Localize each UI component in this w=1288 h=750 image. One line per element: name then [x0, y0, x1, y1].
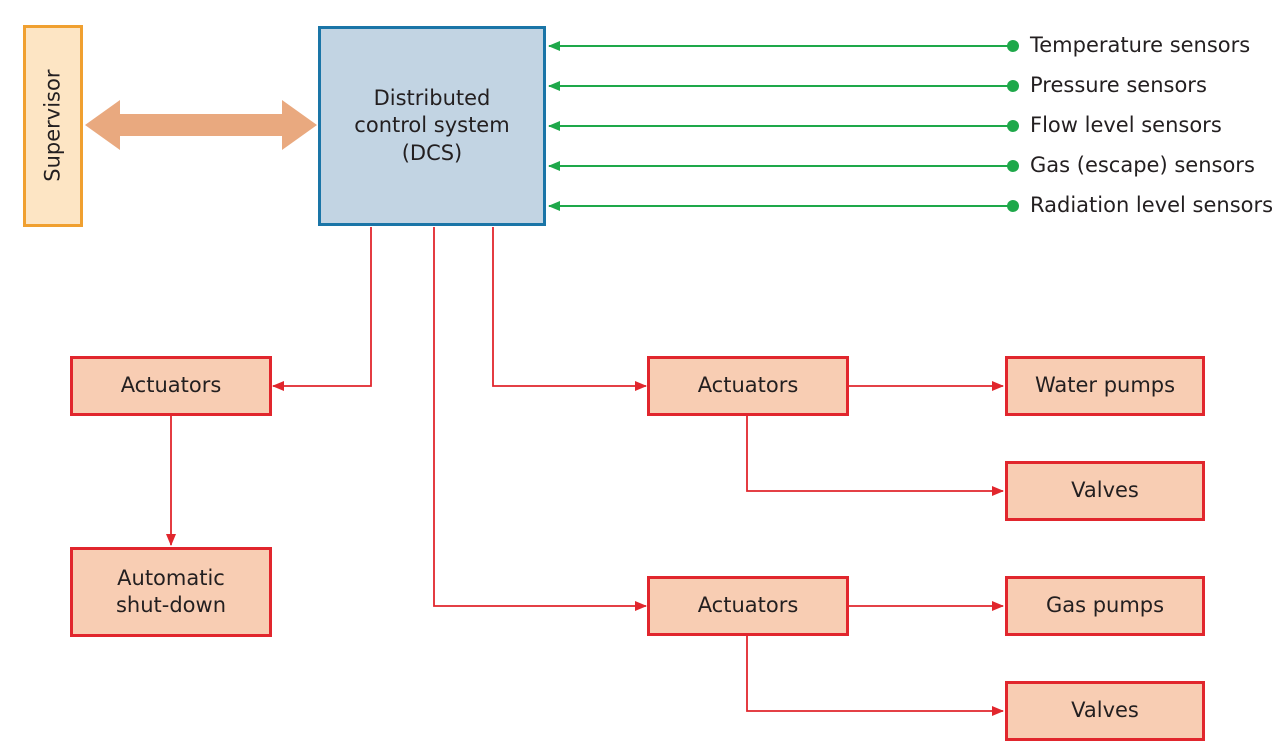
water-actuators-to-valves — [746, 416, 1004, 496]
supervisor-label: Supervisor — [40, 69, 65, 183]
left-actuators-box: Actuators — [70, 356, 272, 416]
dcs-to-water-actuators — [492, 227, 647, 391]
left-actuators-label: Actuators — [120, 373, 222, 398]
water-pumps-box: Water pumps — [1005, 356, 1205, 416]
dcs-label-line1: Distributed — [373, 86, 491, 111]
gas-actuators-to-valves — [746, 636, 1004, 716]
water-valves-label: Valves — [1071, 478, 1139, 503]
sensor-label-pressure: Pressure sensors — [1030, 73, 1207, 97]
dcs-box: Distributed control system (DCS) — [318, 26, 546, 226]
automatic-shutdown-box: Automatic shut-down — [70, 547, 272, 637]
sensor-dot-flow — [1007, 120, 1019, 132]
sensor-dot-gas — [1007, 160, 1019, 172]
sensor-dot-pressure — [1007, 80, 1019, 92]
supervisor-box: Supervisor — [23, 25, 83, 227]
sensor-label-temperature: Temperature sensors — [1030, 33, 1251, 57]
automatic-shutdown-line1: Automatic — [117, 565, 225, 590]
sensor-label-gas: Gas (escape) sensors — [1030, 153, 1255, 177]
dcs-to-left-actuators — [272, 227, 372, 391]
gas-valves-label: Valves — [1071, 698, 1139, 723]
gas-pumps-box: Gas pumps — [1005, 576, 1205, 636]
sensor-label-flow: Flow level sensors — [1030, 113, 1222, 137]
gas-actuators-box: Actuators — [647, 576, 849, 636]
dcs-label: Distributed control system (DCS) — [354, 85, 509, 167]
water-pumps-label: Water pumps — [1034, 373, 1176, 398]
gas-pumps-label: Gas pumps — [1045, 593, 1165, 618]
automatic-shutdown-line2: shut-down — [115, 593, 227, 617]
water-actuators-label: Actuators — [697, 373, 799, 398]
sensor-label-radiation: Radiation level sensors — [1030, 193, 1274, 217]
gas-valves-box: Valves — [1005, 681, 1205, 741]
gas-actuators-label: Actuators — [697, 593, 799, 618]
dcs-label-line2: control system — [354, 113, 510, 138]
automatic-shutdown-label: Automatic shut-down — [116, 565, 226, 620]
control-lines — [166, 227, 1004, 716]
sensor-dot-temperature — [1007, 40, 1019, 52]
water-valves-box: Valves — [1005, 461, 1205, 521]
sensor-dot-radiation — [1007, 200, 1019, 212]
dcs-label-line3: (DCS) — [401, 140, 463, 165]
sensor-lines — [548, 40, 1019, 212]
water-actuators-box: Actuators — [647, 356, 849, 416]
dcs-to-gas-actuators — [433, 227, 647, 611]
supervisor-dcs-double-arrow — [85, 100, 317, 150]
